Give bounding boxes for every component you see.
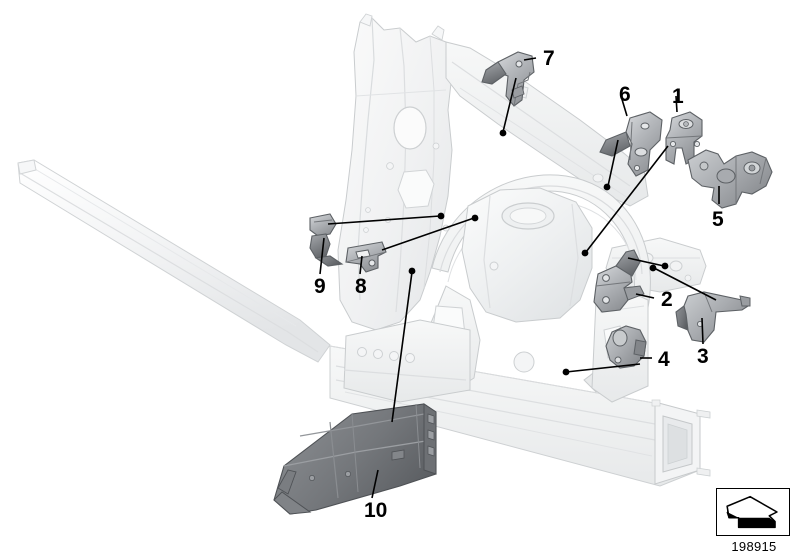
part-9-bracket	[309, 213, 344, 267]
part-number-block: 198915	[716, 488, 792, 554]
leader-lines	[319, 57, 720, 499]
callout-6: 6	[619, 83, 631, 106]
part-4-bracket	[605, 325, 647, 369]
callout-4: 4	[658, 348, 670, 371]
lower-apron-panel	[343, 319, 471, 403]
arrow-block-icon	[726, 495, 778, 529]
callout-3: 3	[697, 345, 709, 368]
part-2-bracket	[593, 249, 645, 313]
callout-1: 1	[672, 85, 684, 108]
part-1-bracket	[665, 111, 703, 165]
leader-dots	[408, 129, 669, 376]
part-number-text: 198915	[731, 539, 777, 554]
callout-2: 2	[661, 288, 673, 311]
part-8-bracket	[345, 241, 387, 273]
callout-9: 9	[314, 275, 326, 298]
callout-5: 5	[712, 208, 724, 231]
part-5-bracket	[687, 149, 773, 209]
callout-7: 7	[543, 47, 555, 70]
side-rail-left	[17, 159, 331, 363]
callout-8: 8	[355, 275, 367, 298]
part-6-bracket	[599, 111, 663, 177]
part-3-bracket	[675, 291, 751, 343]
part-10-panel	[273, 403, 437, 515]
arrow-block-icon-frame	[716, 488, 790, 536]
leader-line-extra	[565, 363, 641, 373]
cowl-upper-panel	[445, 41, 649, 207]
callout-10: 10	[364, 499, 388, 522]
vehicle-body-structure	[17, 13, 711, 487]
